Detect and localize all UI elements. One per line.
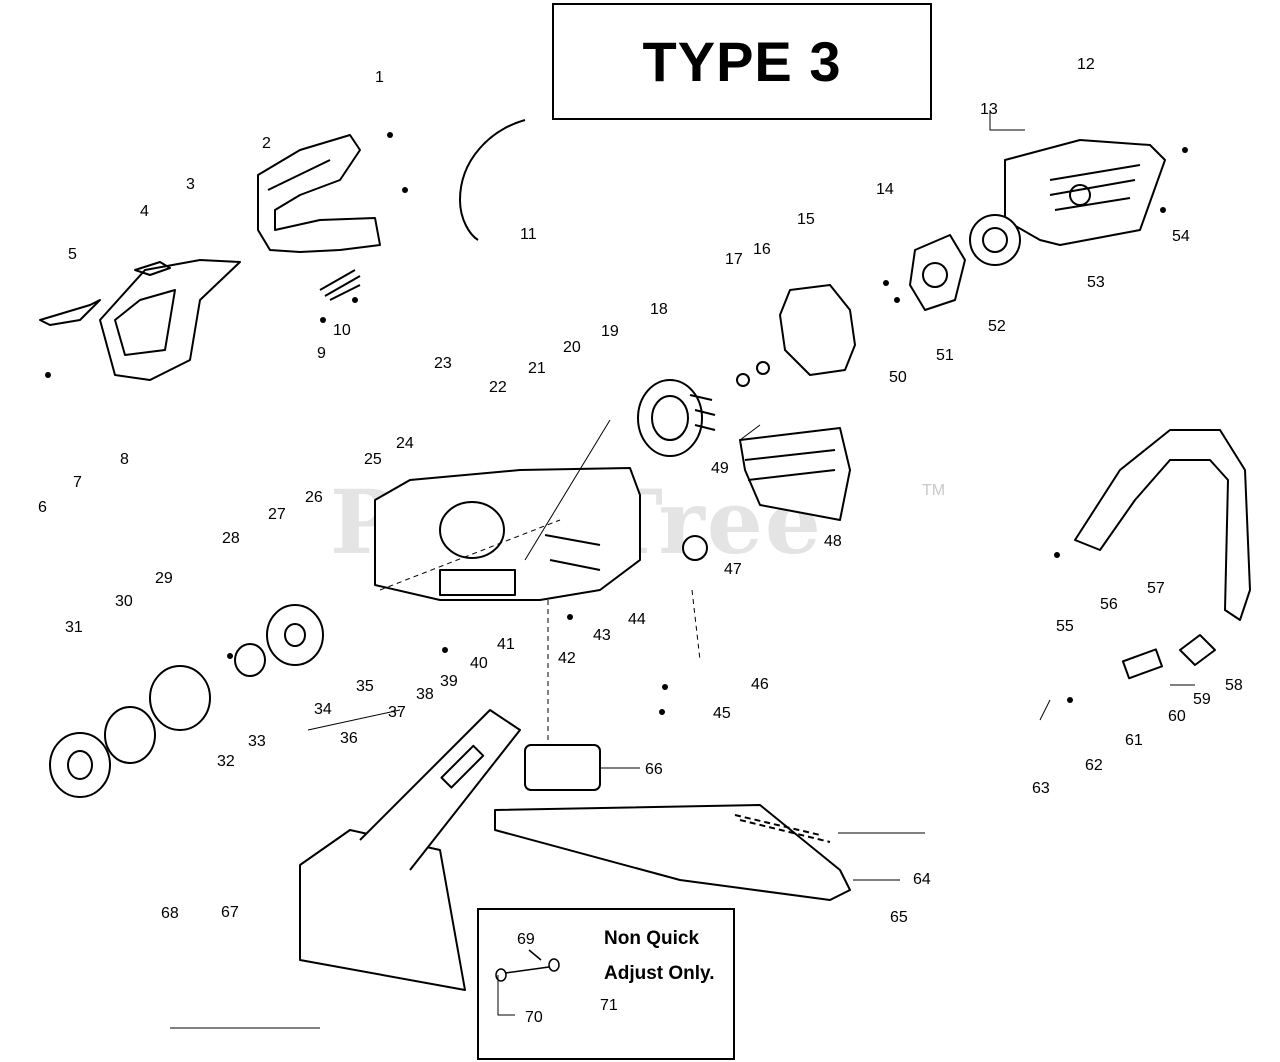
part-number-label: 29 (155, 570, 173, 587)
part-number-label: 53 (1087, 274, 1105, 291)
part-number-label: 38 (416, 686, 434, 703)
part-number-label: 56 (1100, 596, 1118, 613)
part-number-label: 47 (724, 561, 742, 578)
part-number-label: 28 (222, 530, 240, 547)
part-motor-housing (374, 467, 641, 601)
part-number-label: 30 (115, 593, 133, 610)
part-number-label: 35 (356, 678, 374, 695)
part-number-label: 21 (528, 360, 546, 377)
part-number-label: 44 (628, 611, 646, 628)
part-number-label: 61 (1125, 732, 1143, 749)
part-number-label: 50 (889, 369, 907, 386)
part-number-label: 15 (797, 211, 815, 228)
part-number-label: 16 (753, 241, 771, 258)
part-number-label: 68 (161, 905, 179, 922)
part-number-label: 42 (558, 650, 576, 667)
part-number-label: 37 (388, 704, 406, 721)
part-number-label: 69 (517, 931, 535, 948)
title-box: TYPE 3 (552, 3, 932, 120)
part-number-label: 12 (1077, 56, 1095, 73)
part-bar-plate (524, 744, 601, 791)
part-number-label: 17 (725, 251, 743, 268)
part-number-label: 22 (489, 379, 507, 396)
part-number-label: 43 (593, 627, 611, 644)
part-number-label: 66 (645, 761, 663, 778)
part-number-label: 36 (340, 730, 358, 747)
part-clutch-drum (149, 665, 211, 731)
part-number-label: 71 (600, 997, 618, 1014)
part-number-label: 62 (1085, 757, 1103, 774)
part-guide-bar (494, 804, 851, 901)
part-starter-housing (1004, 139, 1166, 246)
part-number-label: 27 (268, 506, 286, 523)
part-number-label: 2 (262, 135, 271, 152)
part-number-label: 19 (601, 323, 619, 340)
part-number-label: 65 (890, 909, 908, 926)
part-fan-shroud (779, 284, 856, 376)
part-sprocket (266, 604, 324, 666)
part-number-label: 13 (980, 101, 998, 118)
trademark-mark: TM (922, 482, 946, 499)
part-number-label: 70 (525, 1009, 543, 1026)
part-number-label: 60 (1168, 708, 1186, 725)
part-number-label: 52 (988, 318, 1006, 335)
part-number-label: 7 (73, 474, 82, 491)
part-number-label: 4 (140, 203, 149, 220)
diagram-title: TYPE 3 (642, 30, 842, 93)
part-number-label: 26 (305, 489, 323, 506)
part-throttle-cable (459, 119, 526, 241)
part-flywheel (637, 379, 703, 457)
part-number-label: 46 (751, 676, 769, 693)
part-number-label: 9 (317, 345, 326, 362)
part-number-label: 67 (221, 904, 239, 921)
part-starter-pawl (909, 234, 966, 311)
part-number-label: 10 (333, 322, 351, 339)
part-number-label: 5 (68, 246, 77, 263)
part-number-label: 3 (186, 176, 195, 193)
part-number-label: 64 (913, 871, 931, 888)
part-number-label: 63 (1032, 780, 1050, 797)
spring-pin-drawing (495, 949, 560, 982)
part-number-label: 57 (1147, 580, 1165, 597)
part-number-label: 33 (248, 733, 266, 750)
part-number-label: 1 (375, 69, 384, 86)
part-bar-cover (299, 829, 466, 991)
part-number-label: 45 (713, 705, 731, 722)
part-clutch (49, 732, 111, 798)
part-number-label: 41 (497, 636, 515, 653)
note-line-2: Adjust Only. (604, 963, 715, 984)
part-number-label: 31 (65, 619, 83, 636)
note-line-1: Non Quick (604, 928, 700, 949)
part-number-label: 58 (1225, 677, 1243, 694)
part-number-label: 51 (936, 347, 954, 364)
note-box: Non Quick Adjust Only. (477, 908, 735, 1060)
part-number-label: 18 (650, 301, 668, 318)
part-front-handle (1074, 429, 1251, 621)
part-number-label: 39 (440, 673, 458, 690)
part-number-label: 40 (470, 655, 488, 672)
part-number-label: 48 (824, 533, 842, 550)
part-number-label: 25 (364, 451, 382, 468)
part-number-label: 23 (434, 355, 452, 372)
part-number-label: 6 (38, 499, 47, 516)
part-number-label: 32 (217, 753, 235, 770)
part-number-label: 49 (711, 460, 729, 477)
part-number-label: 59 (1193, 691, 1211, 708)
part-number-label: 24 (396, 435, 414, 452)
part-number-label: 34 (314, 701, 332, 718)
part-number-label: 14 (876, 181, 894, 198)
part-rear-handle (257, 134, 381, 253)
part-number-label: 8 (120, 451, 129, 468)
part-pulley (969, 214, 1021, 266)
part-number-label: 55 (1056, 618, 1074, 635)
part-number-label: 54 (1172, 228, 1190, 245)
part-number-label: 20 (563, 339, 581, 356)
part-number-label: 11 (520, 226, 537, 243)
